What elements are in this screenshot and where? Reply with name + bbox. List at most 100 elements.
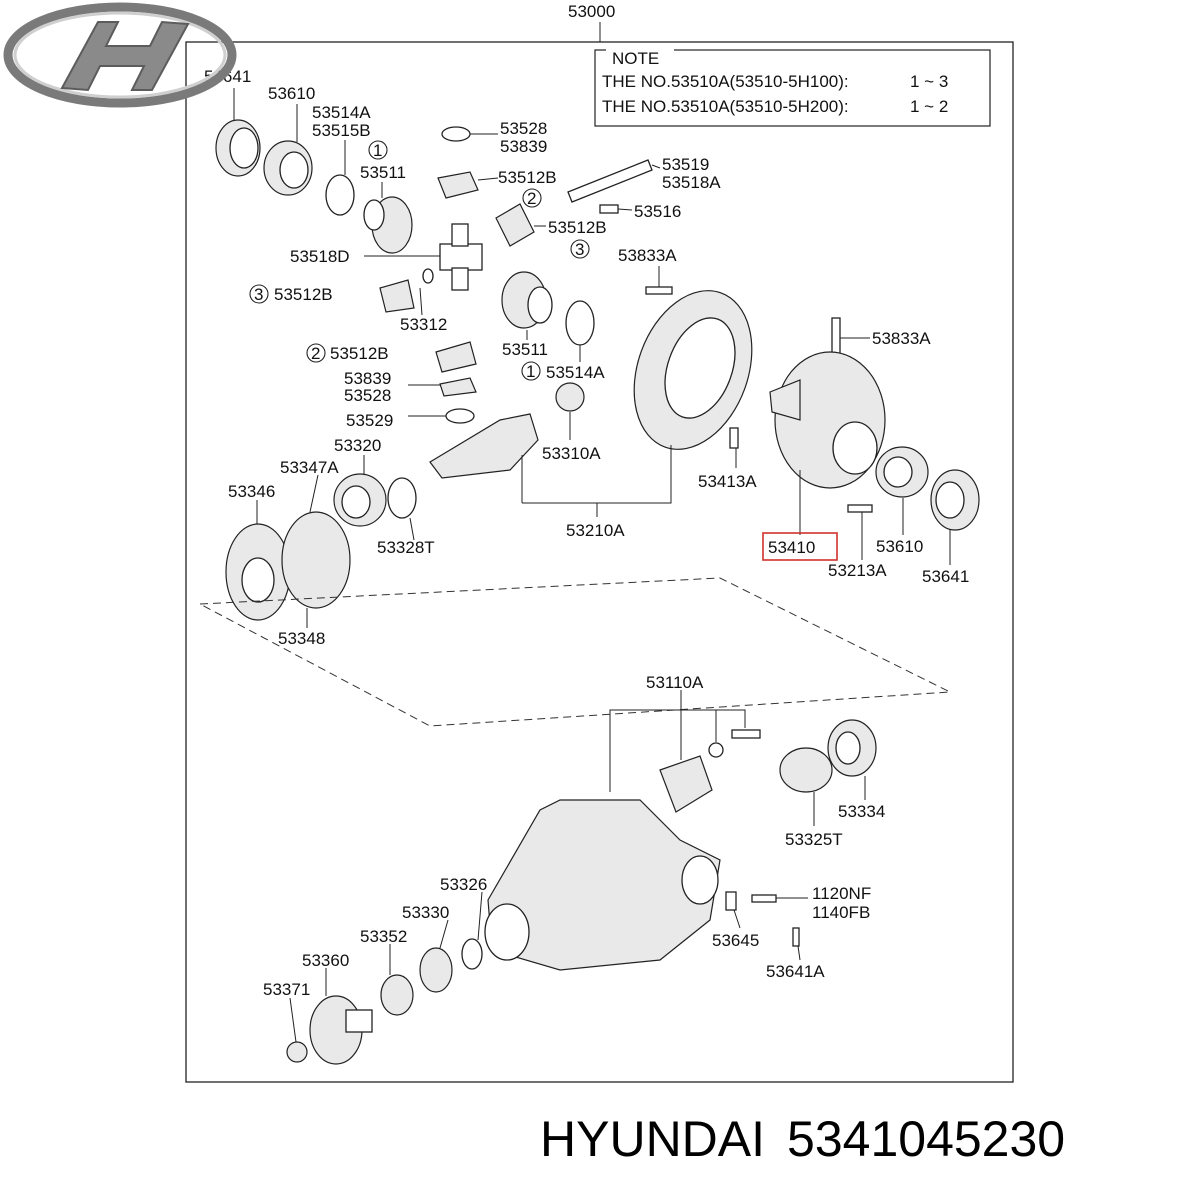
bolt-53213A (847, 504, 873, 513)
circled-refs: 1 2 3 3 2 1 (249, 140, 590, 381)
label-53645: 53645 (712, 931, 759, 950)
note-line-2: THE NO.53510A(53510-5H200): (602, 97, 849, 116)
label-53213A: 53213A (828, 561, 887, 580)
diagram-frame (185, 41, 1014, 1083)
label-53210A: 53210A (566, 521, 625, 540)
spider-53518D (439, 223, 483, 291)
bearing-cup-53610-right (875, 446, 929, 498)
circled-ref-2-top: 2 (522, 188, 542, 208)
thrust-washer-53839 (439, 377, 477, 397)
dust-deflector-53348 (281, 511, 351, 609)
label-53371: 53371 (263, 980, 310, 999)
label-53312: 53312 (400, 315, 447, 334)
bolt-53110A (731, 729, 761, 739)
differential-case-53410 (769, 351, 886, 489)
companion-flange-53346 (225, 523, 291, 621)
adjuster-53334 (827, 719, 877, 777)
thrust-washer-53528 (441, 126, 471, 142)
shim-ring-53514A (325, 174, 355, 216)
circled-ref-2-left: 2 (306, 343, 326, 363)
label-53360: 53360 (302, 951, 349, 970)
highlight-box (762, 532, 838, 561)
label-53512B-d: 53512B (330, 344, 389, 363)
nut-53371 (286, 1041, 308, 1063)
bolt-53413A (729, 427, 739, 449)
label-53512B-b: 53512B (548, 218, 607, 237)
svg-text:3: 3 (575, 240, 584, 259)
bolt-1120NF (751, 894, 777, 903)
washer-53312 (422, 268, 434, 284)
label-53839-top: 53839 (500, 137, 547, 156)
bearing-53352 (380, 974, 414, 1016)
label-53518D: 53518D (290, 247, 350, 266)
pinion-gear-53512B-top (437, 171, 479, 199)
label-53514A-lower: 53514A (546, 363, 605, 382)
oil-seal-53326 (461, 938, 483, 970)
part-labels: 53641 53610 53514A 53515B 53511 53528 53… (204, 67, 969, 999)
assembly-number: 53000 (568, 2, 615, 21)
label-53325T: 53325T (785, 830, 843, 849)
label-53641-right: 53641 (922, 567, 969, 586)
bearing-53330 (419, 947, 453, 993)
side-gear-53511-top (363, 196, 413, 254)
label-53529: 53529 (346, 411, 393, 430)
label-53528-lower: 53528 (344, 386, 391, 405)
label-53410: 53410 (768, 538, 815, 557)
washer-53529 (445, 408, 475, 424)
hyundai-logo-icon (3, 2, 237, 108)
carrier-housing-53110A (484, 799, 721, 971)
leader-lines (233, 88, 951, 1043)
note-line-1-range: 1 ~ 3 (910, 72, 948, 91)
label-53511-lower: 53511 (502, 340, 548, 359)
label-53511-top: 53511 (360, 163, 406, 182)
note-line-1: THE NO.53510A(53510-5H100): (602, 72, 849, 91)
label-1120NF: 1120NF (812, 884, 871, 903)
label-53512B-c: 53512B (274, 285, 333, 304)
washer-53110A (708, 742, 724, 758)
label-53320: 53320 (334, 436, 381, 455)
bearing-cup-53610-left (263, 140, 313, 196)
lock-plate-53645 (725, 891, 737, 911)
spacer-53328T (387, 477, 417, 519)
bearing-cup-53325T (779, 747, 833, 793)
label-53347A: 53347A (280, 458, 339, 477)
bolt-53833A-top (645, 286, 673, 295)
label-53512B-a: 53512B (498, 168, 557, 187)
label-53833A-right: 53833A (872, 329, 931, 348)
ring-gear-53210A (633, 290, 753, 450)
circled-ref-1-top: 1 (368, 140, 388, 160)
circled-ref-1-lower: 1 (521, 361, 541, 381)
pinion-gear-53512B-low (379, 279, 415, 313)
brand-name: HYUNDAI (540, 1111, 766, 1167)
highlighted-part-53410[interactable]: 53410 (762, 532, 838, 561)
label-53328T: 53328T (377, 538, 435, 557)
part-number: 5341045230 (787, 1111, 1066, 1167)
label-53518A: 53518A (662, 173, 721, 192)
circled-ref-3-mid: 3 (570, 239, 590, 259)
note-box: NOTE THE NO.53510A(53510-5H100): 1 ~ 3 T… (594, 46, 991, 127)
note-line-2-range: 1 ~ 2 (910, 97, 948, 116)
label-53641A: 53641A (766, 962, 825, 981)
note-title: NOTE (612, 49, 659, 68)
label-53519: 53519 (662, 155, 709, 174)
label-53346: 53346 (228, 482, 275, 501)
label-53330: 53330 (402, 903, 449, 922)
circled-ref-3-left: 3 (249, 284, 269, 304)
bearing-53320 (333, 473, 387, 527)
subassembly-outline (198, 577, 952, 727)
pin-53516 (599, 204, 619, 214)
bearing-cone-53641-right (930, 469, 980, 531)
bearing-cone-53641-left (215, 119, 261, 177)
label-53326: 53326 (440, 875, 487, 894)
label-53334: 53334 (838, 802, 885, 821)
label-53610-top: 53610 (268, 84, 315, 103)
svg-text:2: 2 (311, 344, 320, 363)
svg-text:1: 1 (526, 362, 535, 381)
bolt-53641A (792, 927, 800, 947)
label-53110A: 53110A (646, 673, 704, 692)
label-53514A-top: 53514A (312, 103, 371, 122)
pinion-gear-53512B-bottom (435, 341, 477, 373)
footer-caption: HYUNDAI 5341045230 (540, 1110, 1180, 1180)
